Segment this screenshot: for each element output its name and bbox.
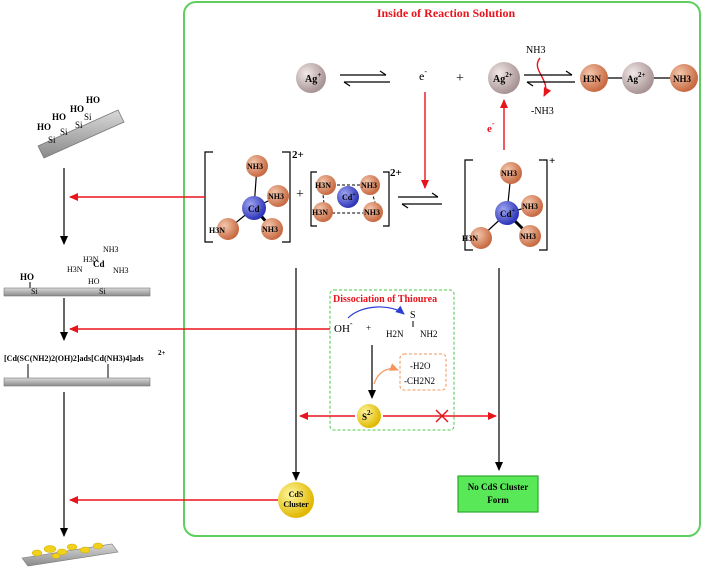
electron-vertical-label: e- bbox=[487, 119, 495, 135]
svg-text:NH3: NH3 bbox=[673, 74, 692, 84]
svg-text:HO: HO bbox=[88, 277, 100, 286]
svg-text:Si: Si bbox=[75, 120, 83, 130]
thiourea-title: Dissociation of Thiourea bbox=[333, 294, 437, 305]
svg-text:NH3: NH3 bbox=[501, 169, 517, 178]
nh3-in-label: NH3 bbox=[526, 45, 545, 56]
svg-text:S2-: S2- bbox=[362, 409, 374, 422]
svg-text:H3N: H3N bbox=[83, 255, 99, 264]
svg-text:NH3: NH3 bbox=[262, 225, 278, 234]
svg-text:Si: Si bbox=[60, 127, 68, 137]
svg-text:HO: HO bbox=[52, 112, 66, 122]
svg-text:H3N: H3N bbox=[67, 265, 83, 274]
ag-plus-atom: Ag+ bbox=[296, 63, 326, 93]
svg-text:CdS: CdS bbox=[289, 490, 304, 499]
byproduct-box bbox=[399, 353, 447, 391]
svg-text:NH3: NH3 bbox=[522, 202, 538, 211]
svg-text:H2N: H2N bbox=[386, 329, 404, 339]
svg-text:H3N: H3N bbox=[209, 226, 225, 235]
svg-text:NH3: NH3 bbox=[361, 181, 377, 190]
svg-text:2+: 2+ bbox=[390, 167, 402, 179]
svg-text:NH3: NH3 bbox=[103, 245, 119, 254]
svg-text:NH3: NH3 bbox=[520, 232, 536, 241]
si-substrate-2: H3N NH3 H3N Cd NH3 HO HO Si Si bbox=[3, 245, 151, 297]
svg-text:NH3: NH3 bbox=[113, 266, 129, 275]
plus-sign-ag: + bbox=[456, 71, 464, 86]
svg-text:Cd+: Cd+ bbox=[342, 192, 356, 202]
equilibrium-arrow-ag2 bbox=[524, 70, 575, 87]
svg-text:H3N: H3N bbox=[312, 208, 328, 217]
svg-text:HO: HO bbox=[20, 272, 34, 282]
svg-text:NH3: NH3 bbox=[247, 162, 263, 171]
cd-complex-1: 2+ Cd NH3 NH3 H3N NH3 bbox=[204, 149, 304, 243]
cd-complex-2: 2+ Cd+ H3N NH3 H3N NH3 bbox=[310, 167, 402, 227]
byproduct-cyanamide: -CH2N2 bbox=[404, 376, 435, 386]
svg-text:No CdS Cluster: No CdS Cluster bbox=[468, 482, 529, 492]
svg-text:NH2: NH2 bbox=[420, 329, 438, 339]
svg-text:Ag+: Ag+ bbox=[305, 71, 321, 85]
plus-sign-cd: + bbox=[296, 187, 304, 202]
equilibrium-arrow-cd bbox=[398, 192, 442, 209]
ag2plus-atom: Ag2+ bbox=[488, 62, 520, 94]
svg-text:[Cd(SC(NH2)2(OH)2]ads[Cd(NH3)4: [Cd(SC(NH2)2(OH)2]ads[Cd(NH3)4]ads bbox=[4, 354, 144, 363]
svg-text:Cluster: Cluster bbox=[283, 500, 309, 509]
svg-text:Si: Si bbox=[84, 112, 92, 122]
cds-cluster-node: CdS Cluster bbox=[278, 482, 314, 518]
svg-text:Si: Si bbox=[31, 287, 38, 296]
svg-text:Form: Form bbox=[487, 495, 509, 505]
nh3-out-label: -NH3 bbox=[531, 106, 554, 117]
si-substrate-3: [Cd(SC(NH2)2(OH)2]ads[Cd(NH3)4]ads 2+ bbox=[3, 349, 166, 387]
sulfide-ion: S2- bbox=[357, 404, 381, 428]
svg-text:H3N: H3N bbox=[315, 181, 331, 190]
svg-text:HO: HO bbox=[37, 122, 51, 132]
svg-text:HO: HO bbox=[70, 104, 84, 114]
svg-text:Cd: Cd bbox=[93, 259, 105, 269]
nh3-curve-arrow bbox=[536, 57, 552, 97]
si-substrate-1: HO HO HO HO Si Si Si Si bbox=[37, 95, 125, 159]
electron-label: e- bbox=[419, 67, 427, 83]
thiourea-box bbox=[329, 289, 455, 431]
blue-curve-arrow bbox=[347, 305, 405, 319]
svg-text:HO: HO bbox=[86, 95, 100, 105]
reaction-panel bbox=[183, 1, 701, 537]
svg-text:2+: 2+ bbox=[292, 149, 304, 161]
hydroxide-label: OH- bbox=[334, 319, 353, 335]
svg-text:Ag2+: Ag2+ bbox=[493, 71, 513, 85]
svg-text:+: + bbox=[549, 155, 555, 167]
equilibrium-arrow-ag bbox=[340, 70, 390, 87]
svg-text:H3N: H3N bbox=[583, 74, 602, 84]
svg-text:H3N: H3N bbox=[462, 234, 478, 243]
svg-text:NH3: NH3 bbox=[364, 208, 380, 217]
ag-ammine-complex: H3N Ag2+ NH3 bbox=[580, 62, 698, 94]
orange-curve-arrow bbox=[373, 363, 399, 385]
no-cds-cluster-node: No CdS Cluster Form bbox=[457, 475, 539, 513]
blocked-cross-icon bbox=[435, 409, 449, 423]
svg-text:S: S bbox=[410, 310, 416, 321]
svg-text:Si: Si bbox=[99, 287, 106, 296]
svg-text:Si: Si bbox=[48, 135, 56, 145]
svg-text:Cd+: Cd+ bbox=[500, 208, 516, 219]
thiourea-molecule: S H2N NH2 bbox=[386, 310, 438, 339]
cds-coated-substrate bbox=[21, 542, 119, 567]
panel-title: Inside of Reaction Solution bbox=[377, 6, 516, 20]
cd-complex-3: + Cd+ NH3 NH3 H3N NH3 bbox=[462, 155, 555, 251]
plus-sign-thiourea: + bbox=[366, 323, 371, 333]
svg-text:2+: 2+ bbox=[158, 349, 166, 357]
svg-text:NH3: NH3 bbox=[268, 192, 284, 201]
svg-text:Cd: Cd bbox=[248, 204, 260, 214]
byproduct-water: -H2O bbox=[410, 361, 431, 371]
svg-text:Ag2+: Ag2+ bbox=[627, 71, 646, 84]
